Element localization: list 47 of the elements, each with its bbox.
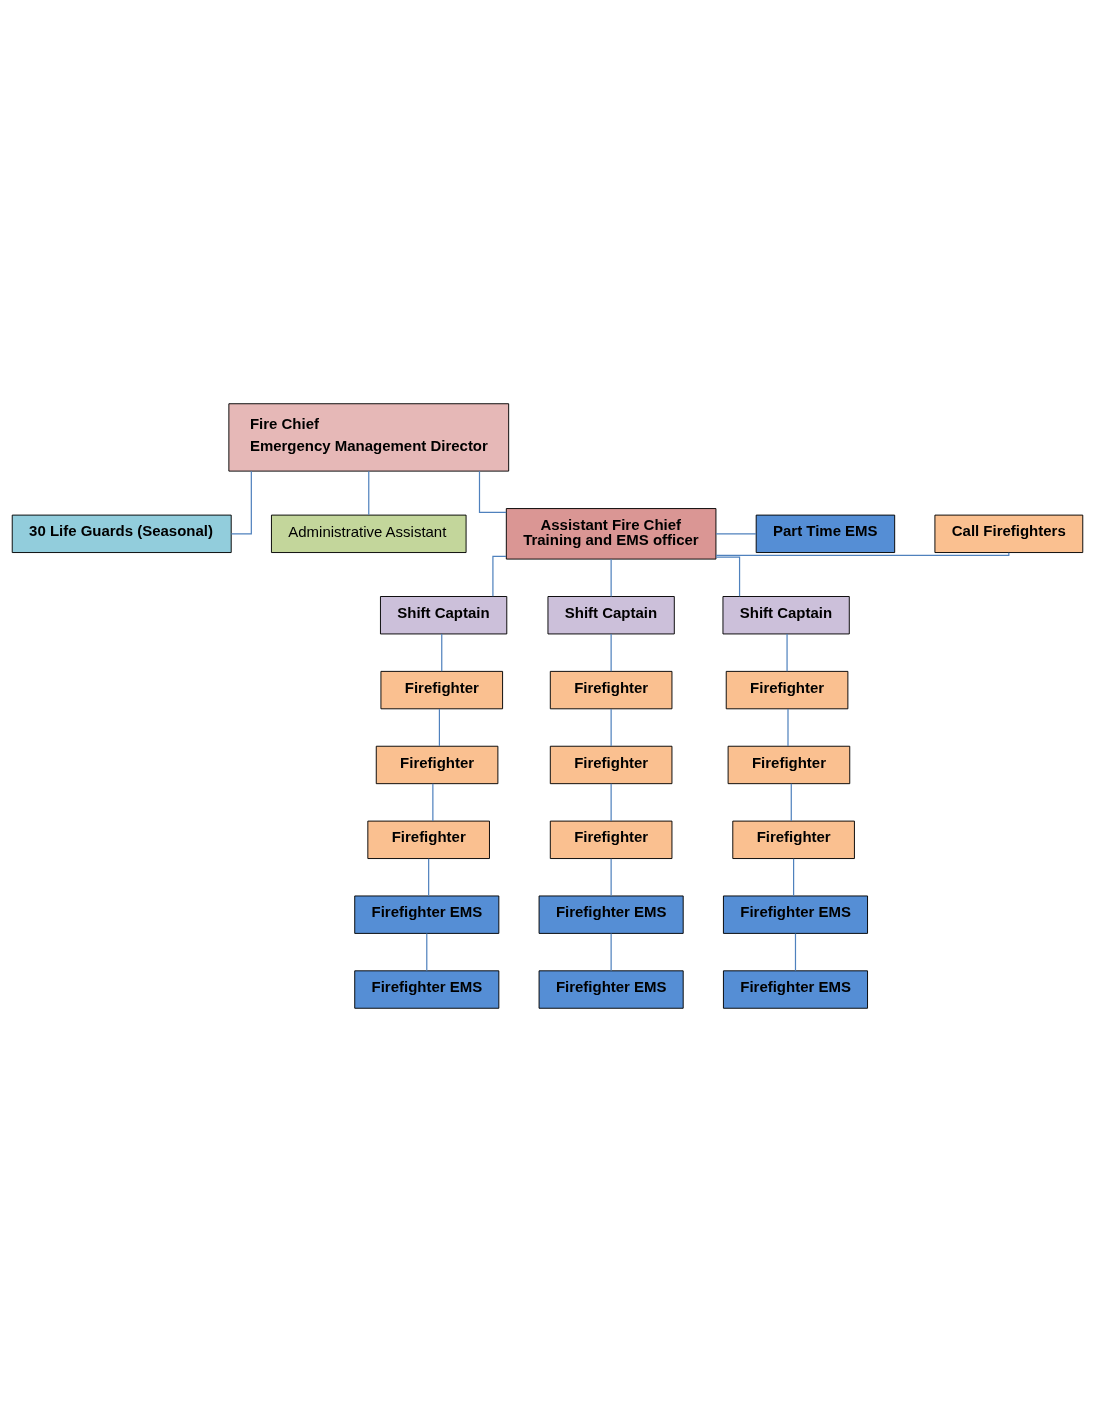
node-box: Call Firefighters — [934, 514, 1084, 553]
node-box: Firefighter — [375, 745, 499, 785]
node-box: Assistant Fire Chief Training and EMS officer — [505, 508, 717, 560]
connector — [786, 633, 788, 672]
connector — [610, 783, 612, 822]
node-box: Shift Captain — [547, 596, 675, 635]
node-box: Shift Captain — [380, 596, 508, 635]
node-box: Firefighter — [549, 745, 673, 785]
node-box: Part Time EMS — [755, 514, 896, 553]
node-box: Firefighter EMS — [722, 895, 868, 934]
connector — [438, 708, 441, 747]
connector — [428, 858, 430, 897]
connector — [610, 932, 612, 972]
connector — [230, 470, 252, 535]
connector — [478, 470, 507, 513]
node-box: Firefighter EMS — [722, 970, 868, 1009]
connector — [715, 556, 741, 597]
connector — [793, 858, 795, 897]
connector — [368, 470, 370, 516]
node-box: Firefighter — [732, 820, 855, 859]
node-box: Firefighter EMS — [354, 970, 500, 1009]
connector — [787, 708, 789, 747]
node-box: Firefighter — [367, 820, 490, 859]
node-box: Administrative Assistant — [270, 514, 467, 553]
connector — [610, 708, 612, 747]
connector — [426, 932, 428, 972]
node-box: Firefighter — [549, 820, 673, 859]
connector — [610, 858, 612, 897]
node-box: Firefighter — [725, 670, 849, 710]
node-box: Fire Chief Emergency Management Director — [228, 403, 510, 472]
node-box: Firefighter EMS — [354, 895, 500, 934]
connector — [790, 783, 792, 822]
connector — [715, 533, 757, 535]
node-box: Shift Captain — [722, 596, 850, 635]
node-box: Firefighter EMS — [538, 895, 684, 934]
connector — [432, 783, 434, 822]
node-box: Firefighter — [549, 670, 673, 710]
connector — [610, 558, 612, 597]
node-box: Firefighter EMS — [538, 970, 684, 1009]
connector — [610, 633, 612, 672]
connector — [715, 552, 1010, 556]
connector — [492, 555, 507, 597]
node-box: 30 Life Guards (Seasonal) — [11, 514, 232, 553]
node-box: Firefighter — [727, 745, 851, 785]
connector — [794, 932, 797, 972]
connector — [441, 633, 443, 672]
node-box: Firefighter — [380, 670, 504, 710]
